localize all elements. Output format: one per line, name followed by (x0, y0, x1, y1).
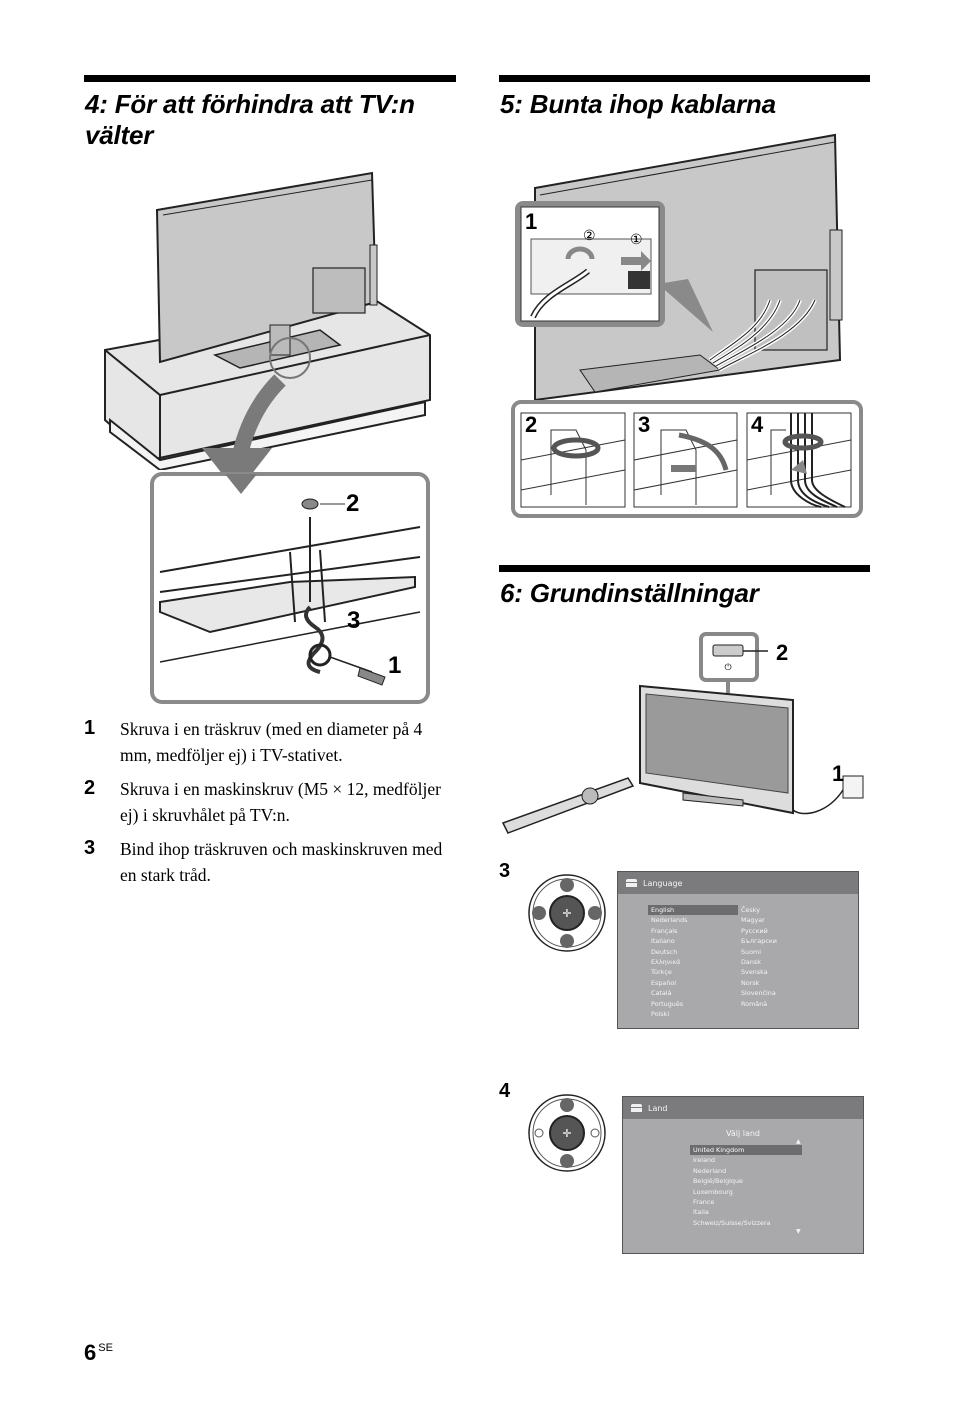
screw-detail-inset: 2 3 1 (150, 472, 430, 704)
list-item[interactable]: Nederland (693, 1166, 727, 1175)
arrow-down-icon (202, 448, 272, 493)
step-item: 1 Skruva i en träskruv (med en diameter … (84, 716, 456, 768)
list-item-selected[interactable]: United Kingdom (690, 1145, 802, 1156)
language-menu-header: Language (618, 872, 858, 894)
step-3-label: 3 (499, 860, 511, 882)
step-number: 3 (84, 837, 96, 859)
remote-dpad-step4: ✛ (527, 1093, 607, 1173)
circled-1: ① (630, 231, 643, 247)
language-menu-title: Language (643, 878, 683, 888)
list-item[interactable]: België/Belgique (693, 1177, 743, 1186)
language-code: SE (98, 1342, 113, 1354)
list-item[interactable]: Български (741, 937, 777, 946)
step-4-label: 4 (499, 1080, 511, 1102)
callout-2-power: 2 (776, 640, 789, 665)
svg-text:✛: ✛ (562, 907, 571, 920)
list-item[interactable]: Français (651, 926, 678, 935)
list-item[interactable]: Italiano (651, 937, 675, 946)
callout-3: 3 (347, 607, 361, 634)
svg-text:⏻: ⏻ (724, 662, 731, 673)
tv-remote-setup-illustration: ⏻ 2 1 (498, 628, 868, 843)
section-6-rule (499, 565, 870, 572)
list-item[interactable]: Dansk (741, 957, 761, 966)
panel-2 (520, 412, 626, 508)
step-text: Skruva i en maskinskruv (M5 × 12, medföl… (120, 779, 441, 825)
panel-label-3: 3 (638, 412, 651, 437)
step-item: 3 Bind ihop träskruven och maskinskruven… (84, 836, 456, 888)
section-5-rule (499, 75, 870, 82)
list-item-selected[interactable]: English (648, 905, 738, 916)
land-menu-header: Land (623, 1097, 863, 1119)
list-item[interactable]: Nederlands (651, 916, 688, 925)
section-4-rule (84, 75, 456, 82)
panel-label-2: 2 (525, 412, 538, 437)
step-text: Bind ihop träskruven och maskinskruven m… (120, 839, 443, 885)
list-item[interactable]: Suomi (741, 947, 762, 956)
scroll-down-icon[interactable]: ▼ (796, 1228, 801, 1235)
list-item[interactable]: Català (651, 989, 672, 998)
list-item[interactable]: Norsk (741, 978, 760, 987)
list-item[interactable]: Schweiz/Suisse/Svizzera (693, 1218, 771, 1227)
panel-4 (746, 412, 852, 508)
list-item[interactable]: Luxembourg (693, 1187, 733, 1196)
tv-on-cabinet-illustration (100, 170, 460, 470)
inset-label-1: 1 (525, 209, 538, 234)
list-item[interactable]: Türkçe (651, 968, 672, 977)
section-4-title: 4: För att förhindra att TV:n välter (85, 89, 465, 151)
list-item[interactable]: France (693, 1197, 715, 1206)
svg-text:✛: ✛ (562, 1127, 571, 1140)
list-item[interactable]: Русский (741, 926, 768, 935)
section-5-title: 5: Bunta ihop kablarna (500, 89, 776, 119)
step-item: 2 Skruva i en maskinskruv (M5 × 12, medf… (84, 776, 456, 828)
cable-tie-panels: 2 3 4 (511, 400, 863, 518)
callout-1-plug: 1 (832, 761, 845, 786)
list-item[interactable]: Slovenčina (741, 989, 776, 998)
section-4-title-line2: välter (85, 120, 154, 150)
section-4-steps: 1 Skruva i en träskruv (med en diameter … (84, 716, 456, 896)
remote-dpad-step3: ✛ (527, 873, 607, 953)
circled-2: ② (583, 227, 596, 243)
land-menu-heading: Välj land (725, 1129, 760, 1138)
list-item[interactable]: Svenska (741, 968, 768, 977)
step-number: 2 (84, 777, 96, 799)
panel-3 (633, 412, 738, 508)
list-item[interactable]: Italia (693, 1208, 709, 1217)
step-text: Skruva i en träskruv (med en diameter på… (120, 719, 423, 765)
callout-1: 1 (388, 652, 402, 679)
list-item[interactable]: Română (741, 999, 768, 1008)
land-menu-title: Land (648, 1103, 668, 1113)
cable-clip-inset: 1 ② ① (513, 199, 713, 332)
list-item[interactable]: Ireland (693, 1156, 716, 1165)
callout-2: 2 (346, 490, 360, 517)
list-item[interactable]: Česky (741, 906, 760, 914)
list-item[interactable]: Magyar (741, 916, 765, 925)
list-item[interactable]: Ελληνικά (651, 957, 681, 966)
section-4-title-line1: 4: För att förhindra att TV:n (85, 89, 415, 119)
page-number: 6 (84, 1340, 97, 1365)
toolbox-icon (631, 1104, 642, 1112)
toolbox-icon (626, 879, 637, 887)
list-item[interactable]: Deutsch (651, 947, 678, 956)
section-6-title: 6: Grundinställningar (500, 578, 759, 608)
list-item[interactable]: Polski (651, 1009, 670, 1018)
scroll-up-icon[interactable]: ▲ (796, 1138, 801, 1145)
list-item[interactable]: Español (651, 978, 677, 987)
step-number: 1 (84, 717, 96, 739)
list-item[interactable]: Português (651, 999, 684, 1008)
panel-label-4: 4 (751, 412, 764, 437)
